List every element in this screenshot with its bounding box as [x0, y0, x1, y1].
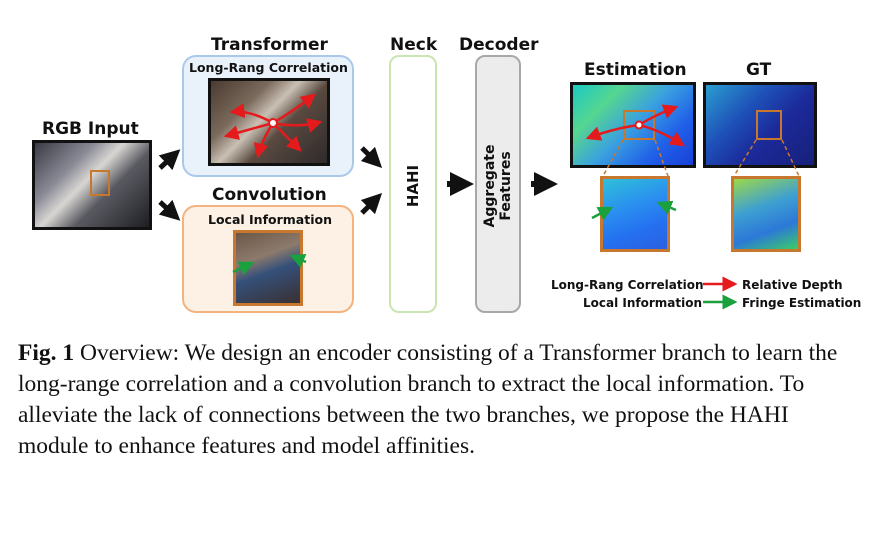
caption-prefix: Fig. 1 [18, 340, 75, 366]
convolution-label: Convolution [212, 185, 327, 205]
arrow-convolution-to-neck [360, 192, 383, 215]
arrow-transformer-to-neck [360, 146, 383, 169]
arrow-input-to-transformer [158, 149, 181, 171]
decoder-label: Decoder [459, 35, 539, 55]
figure-caption: Fig. 1 Overview: We design an encoder co… [18, 338, 860, 462]
neck-hahi-block [389, 55, 437, 313]
rgb-input-image [32, 140, 152, 230]
estimation-label: Estimation [584, 60, 687, 80]
estimation-zoom-green-right [656, 200, 677, 215]
transformer-label: Transformer [211, 35, 328, 55]
conv-green-arrow-right [289, 254, 307, 268]
gt-depth-map [703, 82, 817, 168]
gt-crop-marker [756, 110, 782, 140]
arrow-input-to-convolution [158, 199, 181, 221]
legend-local-info-text: Local Information [583, 296, 703, 310]
caption-text: Overview: We design an encoder consistin… [18, 340, 838, 459]
rgb-input-crop-marker [90, 170, 110, 196]
gt-label: GT [746, 60, 772, 80]
neck-label: Neck [390, 35, 438, 55]
local-information-label: Local Information [208, 212, 332, 227]
gt-zoom-crop [731, 176, 801, 252]
legend-relative-depth-text: Relative Depth [742, 278, 843, 292]
zoom-connectors [602, 139, 800, 177]
rgb-input-label: RGB Input [42, 119, 139, 139]
legend-long-range-text: Long-Rang Correlation [551, 278, 704, 292]
estimation-query-point [634, 120, 644, 130]
estimation-crop-marker [623, 110, 655, 140]
estimation-zoom-green-left [591, 206, 614, 221]
long-range-correlation-label: Long-Rang Correlation [189, 60, 348, 75]
transformer-query-point [268, 118, 278, 128]
conv-green-arrow-left [232, 261, 255, 276]
legend-fringe-text: Fringe Estimation [742, 296, 862, 310]
decoder-block [475, 55, 521, 313]
